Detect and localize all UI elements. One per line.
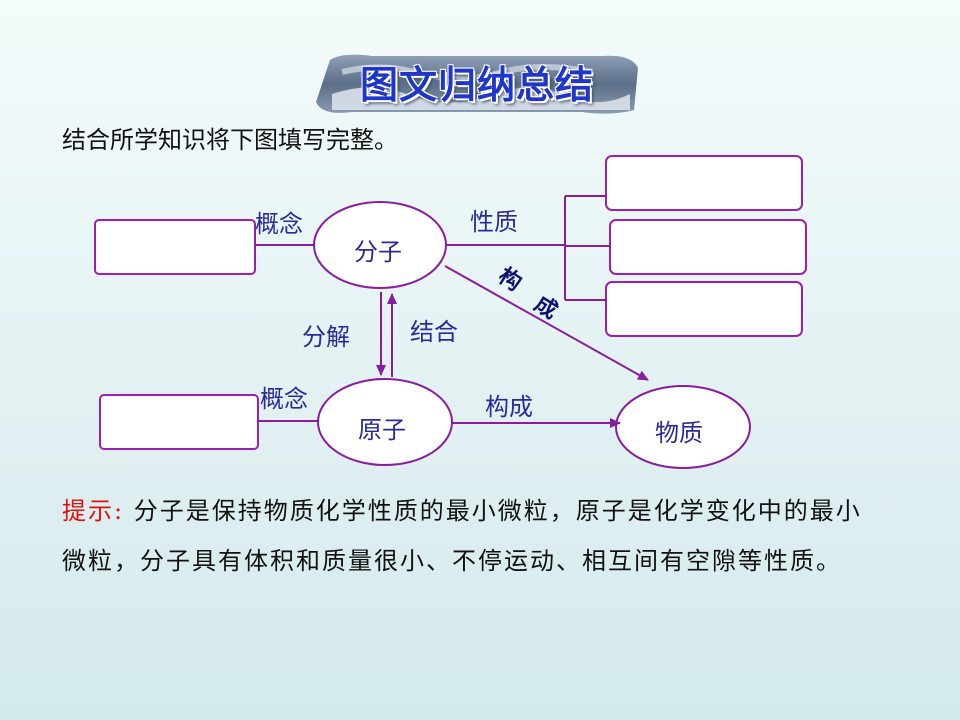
blank-box-atom-concept[interactable] <box>99 394 259 450</box>
title-banner: 图文归纳总结 <box>312 50 642 118</box>
tip-label: 提示: <box>62 497 125 525</box>
edge-label-concept-bottom: 概念 <box>260 385 308 413</box>
edge-label-decompose: 分解 <box>302 323 350 351</box>
edge-label-compose: 构成 <box>485 393 533 421</box>
blank-box-molecule-concept[interactable] <box>94 219 256 275</box>
banner-background <box>316 54 638 114</box>
intro-text: 结合所学知识将下图填写完整。 <box>62 126 398 154</box>
tip-paragraph: 提示: 分子是保持物质化学性质的最小微粒，原子是化学变化中的最小微粒，分子具有体… <box>62 486 882 586</box>
tip-text: 分子是保持物质化学性质的最小微粒，原子是化学变化中的最小微粒，分子具有体积和质量… <box>62 497 862 575</box>
edge-label-property: 性质 <box>470 208 518 236</box>
node-atom-label: 原子 <box>358 416 406 444</box>
blank-box-property-1[interactable] <box>605 155 803 211</box>
blank-box-property-3[interactable] <box>605 281 803 337</box>
node-molecule-label: 分子 <box>354 238 402 266</box>
edge-label-combine: 结合 <box>410 318 458 346</box>
node-matter-label: 物质 <box>655 419 703 447</box>
page-title: 图文归纳总结 <box>359 63 594 107</box>
blank-box-property-2[interactable] <box>609 219 807 275</box>
edge-label-concept-top: 概念 <box>255 210 303 238</box>
arrow-molecule-to-matter <box>444 265 649 381</box>
